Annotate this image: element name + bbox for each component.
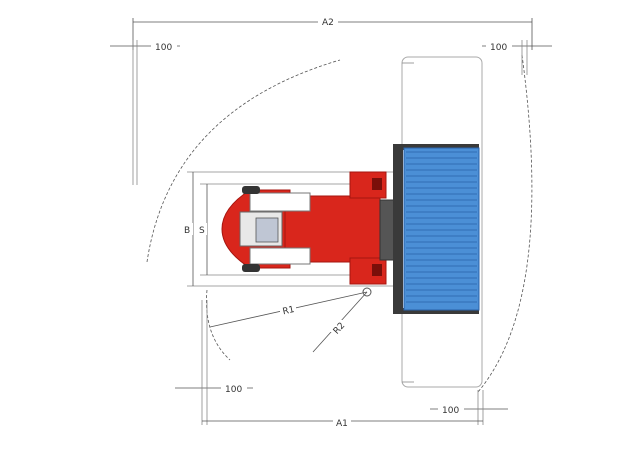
label-clearance-top-right: 100	[490, 43, 507, 53]
dimension-bottom-left-clearance: 100	[175, 300, 253, 425]
carriage-bar	[393, 144, 403, 314]
load-body	[403, 147, 480, 311]
rear-wheel-top	[242, 186, 260, 194]
label-r1: R1	[282, 305, 296, 317]
front-wheel-bottom	[372, 264, 382, 276]
dimension-top-left-clearance: 100	[110, 40, 180, 185]
label-a2: A2	[322, 18, 334, 28]
load-stripes	[406, 151, 477, 303]
label-s: S	[199, 226, 205, 236]
dimension-b-s: B S	[183, 171, 398, 287]
dimension-top-right-clearance: 100	[482, 40, 552, 75]
label-a1: A1	[336, 419, 348, 429]
mast	[379, 199, 395, 261]
overhead-guard-top	[249, 192, 311, 212]
overhead-guard-bottom	[249, 247, 311, 265]
dimension-a2: A2	[132, 15, 533, 50]
turning-arc-inner	[206, 289, 231, 361]
load-pallet	[403, 147, 480, 311]
dimension-bottom-right-clearance: 100	[430, 390, 508, 425]
front-wheel-top	[372, 178, 382, 190]
label-clearance-bottom-left: 100	[225, 385, 242, 395]
fork-top	[397, 144, 479, 150]
label-b: B	[184, 226, 190, 236]
seat-cushion	[255, 217, 279, 243]
label-clearance-bottom-right: 100	[442, 406, 459, 416]
turning-arc-outer	[146, 59, 341, 263]
label-clearance-top-left: 100	[155, 43, 172, 53]
radius-lines: R1 R2	[209, 291, 368, 353]
rear-wheel-bottom	[242, 264, 260, 272]
turning-arc-right	[477, 54, 533, 393]
fork-carriage	[393, 144, 479, 314]
forklift-truck	[221, 171, 395, 297]
dimension-a1: A1	[202, 415, 483, 429]
fork-bottom	[397, 308, 479, 314]
